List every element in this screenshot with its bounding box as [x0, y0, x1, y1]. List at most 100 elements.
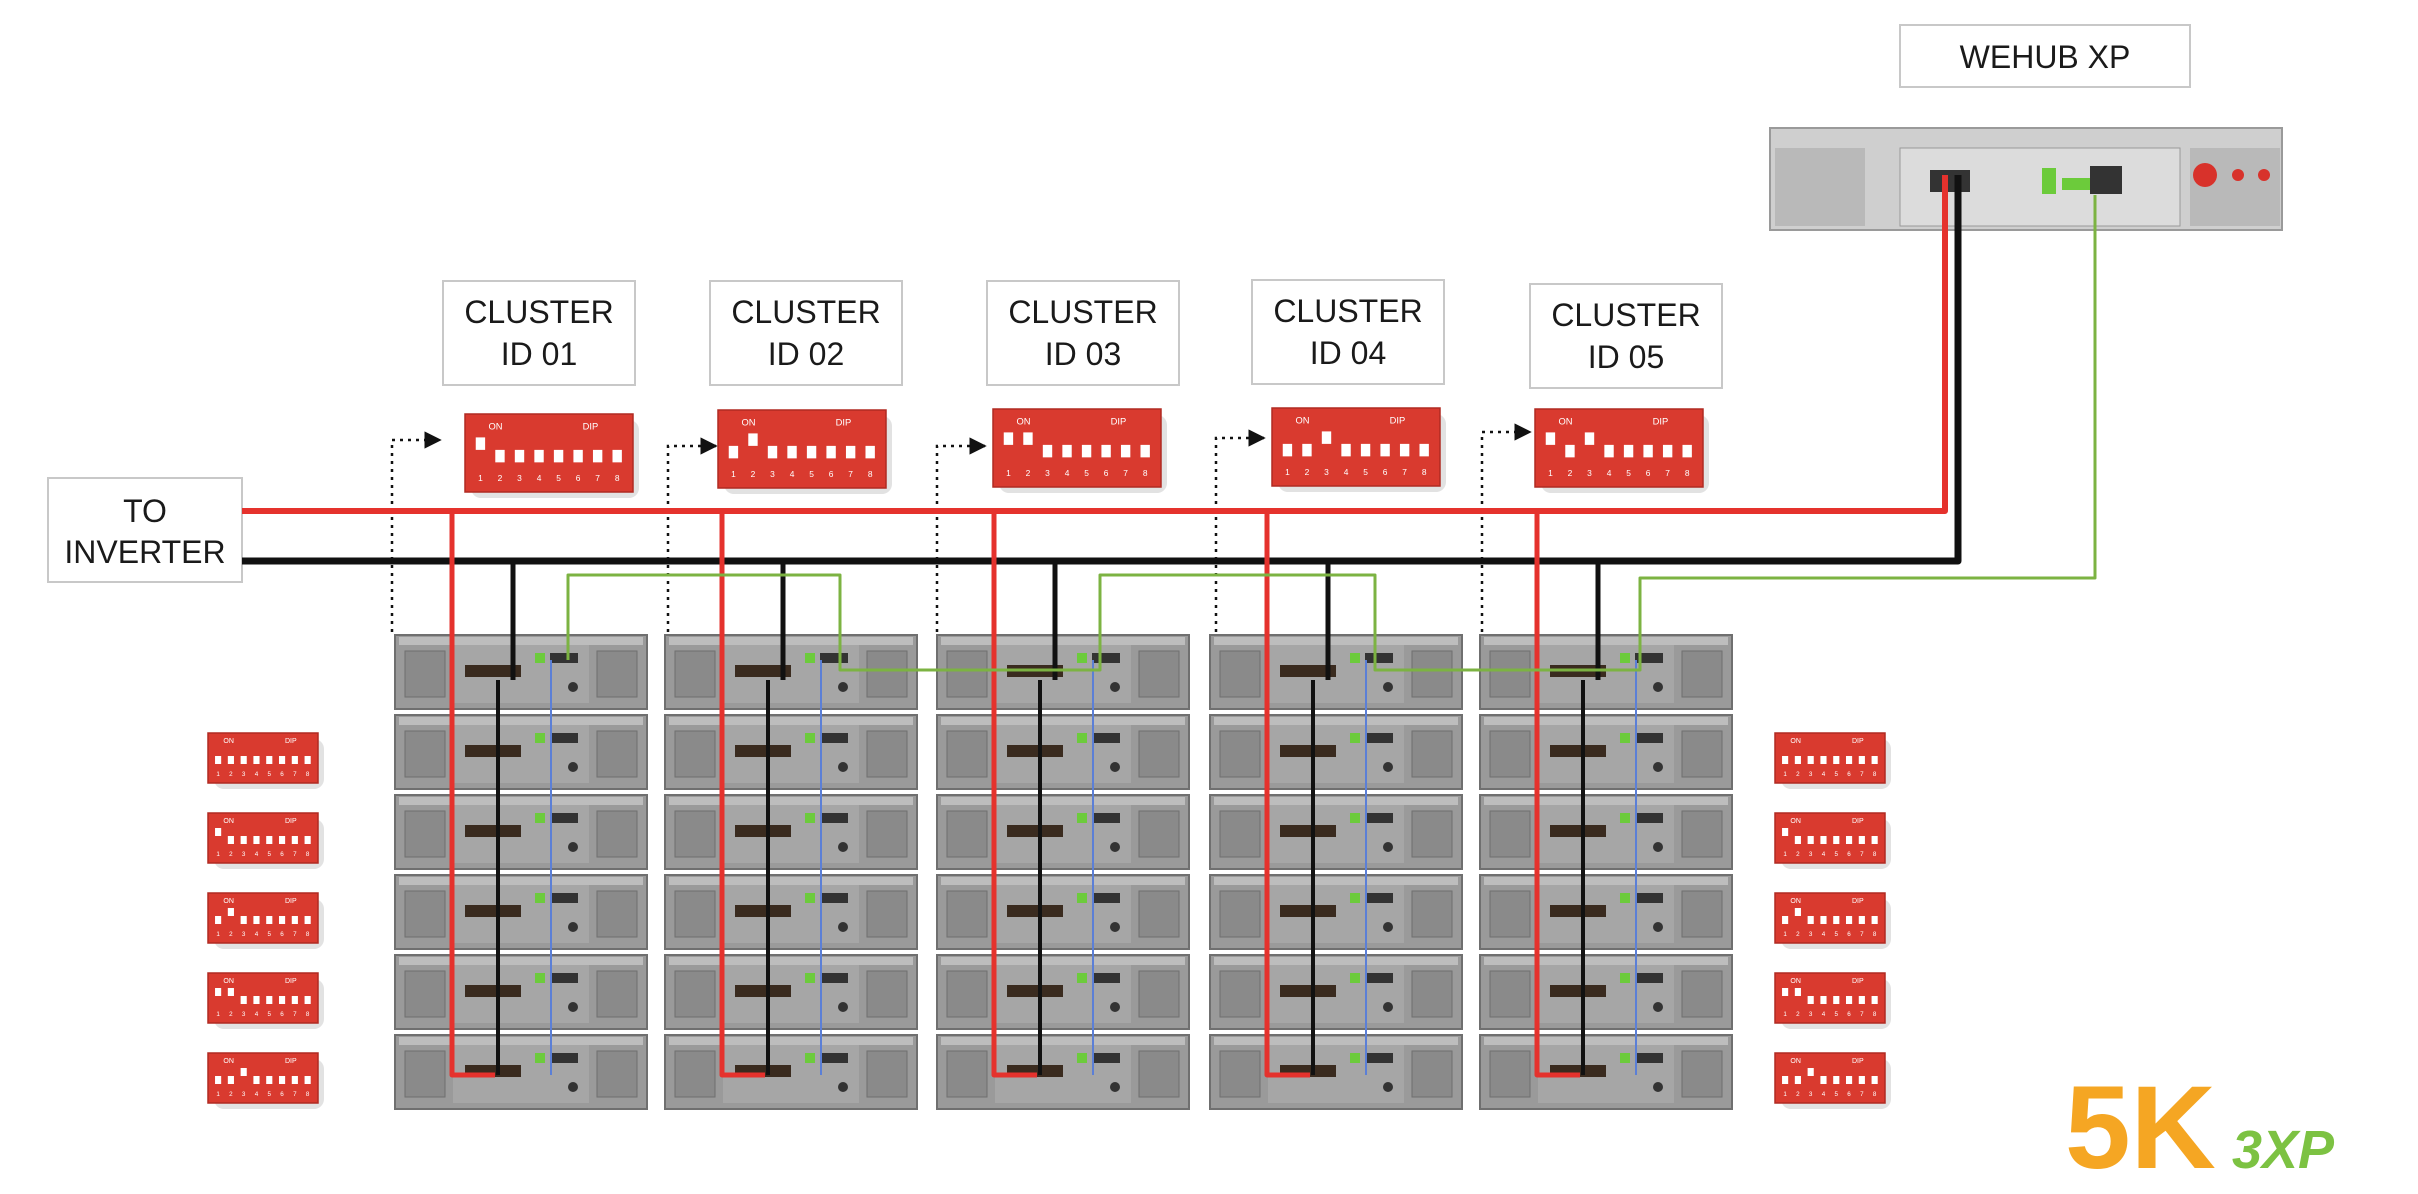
dip-switch-5 — [1360, 443, 1371, 457]
dip-switch-8 — [1871, 916, 1878, 924]
dip-switch-1 — [215, 988, 222, 996]
dip-number: 1 — [731, 469, 736, 479]
dip-switch-3 — [1807, 996, 1814, 1004]
battery-module — [1479, 634, 1733, 710]
comm-port-icon — [1077, 653, 1087, 663]
dip-switch-6 — [1380, 443, 1390, 457]
dip-number: 6 — [280, 771, 284, 778]
dip-switch-5 — [553, 449, 564, 463]
dip-number: 2 — [1796, 1091, 1800, 1098]
comm-port-icon — [1350, 653, 1360, 663]
battery-module — [394, 1034, 648, 1110]
power-button-icon — [2193, 163, 2217, 187]
dip-switch-1 — [1782, 988, 1789, 996]
terminal-bar-icon — [1007, 745, 1063, 757]
cluster-label-line2: ID 01 — [501, 336, 577, 372]
dip-number: 3 — [1809, 1011, 1813, 1018]
negative-bus-wire — [242, 175, 1962, 565]
dip-switch-6 — [1845, 1076, 1853, 1084]
dip-on-label: ON — [223, 1058, 234, 1065]
battery-module — [394, 634, 648, 710]
dip-number: 2 — [1796, 851, 1800, 858]
dip-number: 3 — [242, 771, 246, 778]
dip-switch-1 — [1782, 828, 1789, 836]
dip-number: 6 — [280, 851, 284, 858]
dip-switch-2 — [748, 433, 758, 446]
comm-port-icon — [805, 1053, 815, 1063]
dip-number: 7 — [848, 469, 853, 479]
dip-number: 2 — [1796, 931, 1800, 938]
dip-switch-8 — [304, 1076, 311, 1084]
terminal-bar-icon — [1007, 985, 1063, 997]
dip-switch-6 — [1845, 996, 1853, 1004]
dotted-arrow-4 — [1214, 429, 1266, 632]
cluster-label-line2: ID 04 — [1310, 335, 1386, 371]
battery-module — [664, 634, 918, 710]
dip-on-label: ON — [223, 898, 234, 905]
dip-number: 3 — [242, 1091, 246, 1098]
dip-switch-6 — [1643, 444, 1653, 458]
dip-number: 7 — [1860, 851, 1864, 858]
dip-switch-1 — [1782, 1076, 1789, 1084]
dip-number: 5 — [1084, 468, 1089, 478]
dip-on-label: ON — [223, 818, 234, 825]
dip-switch-3 — [1807, 916, 1814, 924]
terminal-bar-icon — [735, 745, 791, 757]
dip-switch-7 — [1399, 443, 1410, 457]
dip-number: 5 — [268, 851, 272, 858]
dip-number: 8 — [306, 1091, 310, 1098]
dip-number: 3 — [1809, 771, 1813, 778]
dip-switch-1 — [215, 828, 222, 836]
terminal-bar-icon — [465, 825, 521, 837]
battery-module — [936, 1034, 1190, 1110]
dip-switch-7 — [1120, 444, 1131, 458]
dotted-arrow-2 — [666, 437, 718, 632]
comm-port-icon — [1620, 1053, 1630, 1063]
dip-switch-4 — [534, 449, 544, 463]
battery-module — [1209, 794, 1463, 870]
dip-number: 3 — [242, 851, 246, 858]
dip-number: 5 — [556, 473, 561, 483]
dip-number: 6 — [576, 473, 581, 483]
dip-switch-6 — [278, 836, 286, 844]
comm-port-icon — [805, 893, 815, 903]
dip-switch-2 — [1023, 432, 1033, 445]
dip-switch-4 — [1820, 836, 1827, 844]
dip-switch-6 — [1101, 444, 1111, 458]
dip-number: 4 — [1607, 468, 1612, 478]
comm-port-icon — [1350, 1053, 1360, 1063]
comm-port-icon — [535, 653, 545, 663]
dip-number: 6 — [829, 469, 834, 479]
terminal-bar-icon — [1550, 985, 1606, 997]
dip-number: 2 — [229, 1011, 233, 1018]
dip-switch-7 — [291, 1076, 298, 1084]
brand-logo: 5K 3XP — [2065, 1062, 2335, 1194]
battery-module — [664, 794, 918, 870]
dip-number: 3 — [242, 1011, 246, 1018]
dip-switch-3 — [767, 445, 778, 459]
dip-number: 1 — [1285, 467, 1290, 477]
dip-number: 7 — [1860, 1011, 1864, 1018]
terminal-bar-icon — [1007, 905, 1063, 917]
dip-number: 8 — [1873, 1011, 1877, 1018]
dip-number: 5 — [1626, 468, 1631, 478]
dip-switch-3 — [240, 916, 247, 924]
dip-number: 7 — [293, 1091, 297, 1098]
dip-switch-1 — [215, 1076, 222, 1084]
dip-number: 5 — [809, 469, 814, 479]
dip-switch-5 — [266, 916, 273, 924]
dip-number: 8 — [615, 473, 620, 483]
dip-switch-7 — [291, 916, 298, 924]
dip-number: 8 — [1143, 468, 1148, 478]
dip-number: 6 — [1847, 1011, 1851, 1018]
dip-switch-5 — [1623, 444, 1634, 458]
dip-number: 3 — [1324, 467, 1329, 477]
dip-switch-3 — [1042, 444, 1053, 458]
dip-dip-label: DIP — [1653, 417, 1669, 427]
dotted-arrow-3 — [935, 437, 987, 632]
